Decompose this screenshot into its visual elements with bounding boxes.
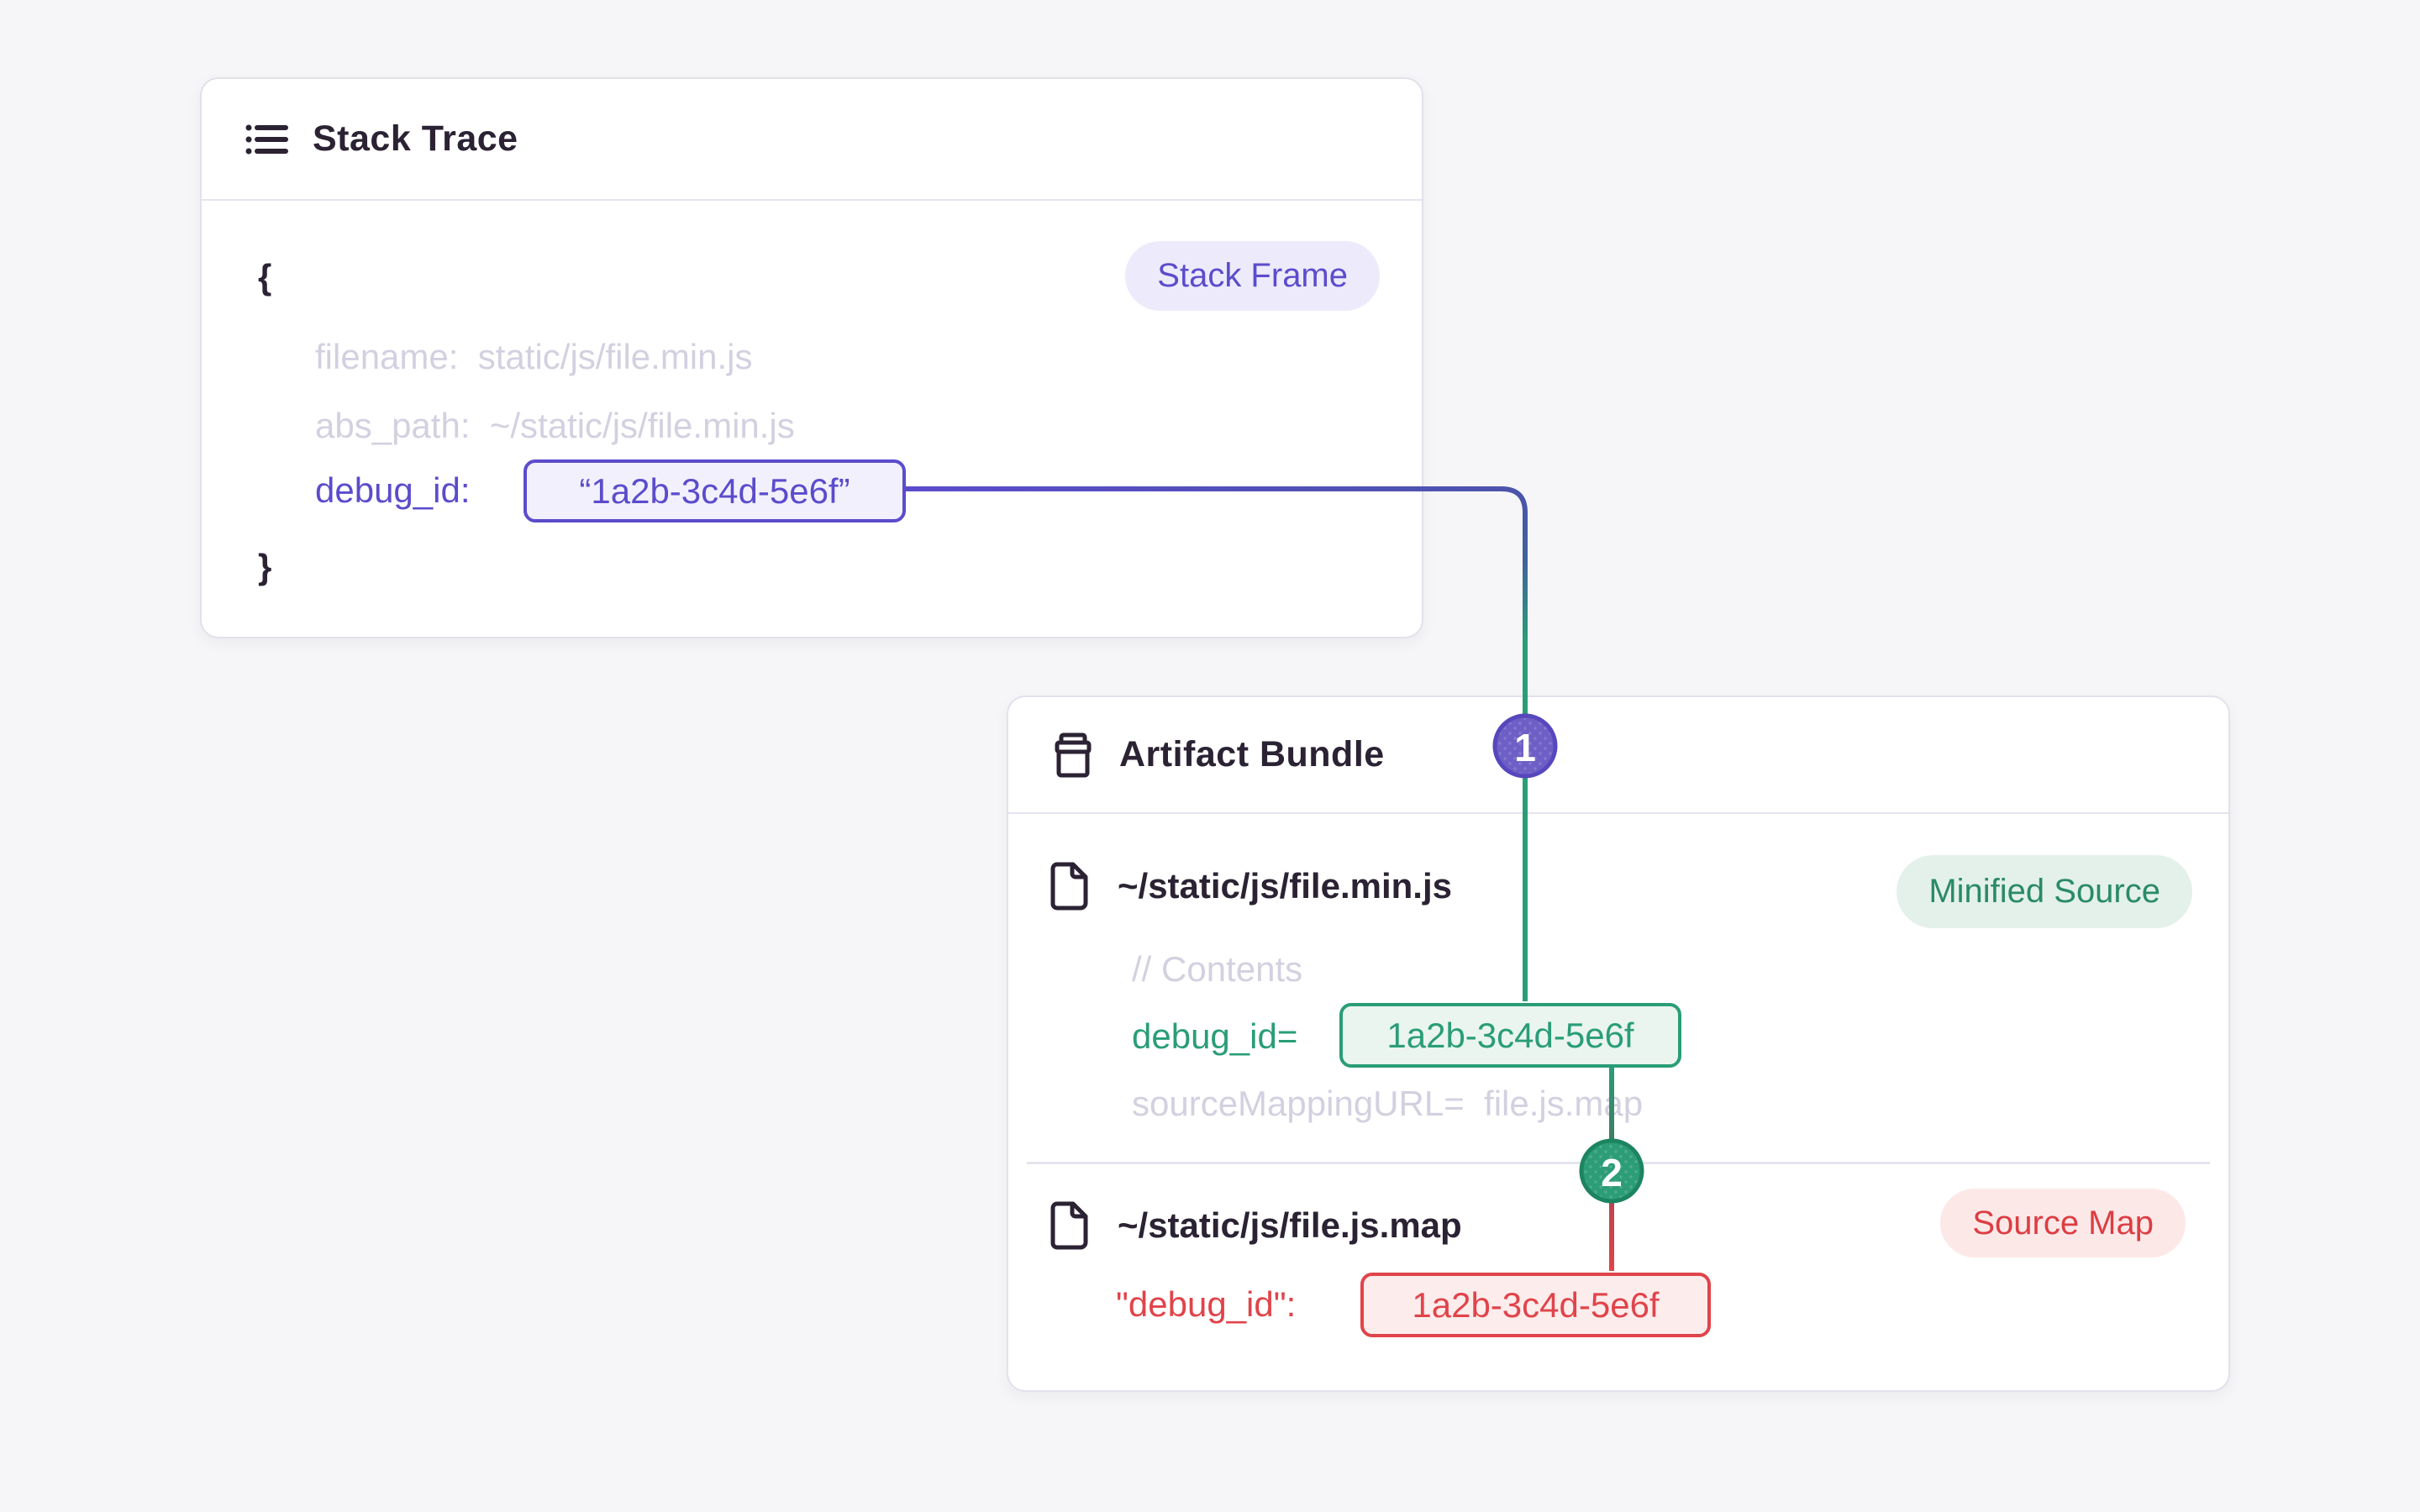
bundle-debug-id-label: debug_id= <box>1132 1016 1298 1056</box>
artifact-bundle-card: Artifact Bundle ~/static/js/file.min.js … <box>1007 696 2230 1392</box>
contents-comment: // Contents <box>1132 949 1303 989</box>
stack-trace-header: Stack Trace <box>202 79 1422 201</box>
stack-frame-badge: Stack Frame <box>1125 241 1380 311</box>
archive-icon <box>1055 732 1092 777</box>
json-open-brace: { <box>258 257 272 297</box>
source-map-file-path: ~/static/js/file.js.map <box>1118 1205 1462 1245</box>
debug-id-value-box: “1a2b-3c4d-5e6f” <box>523 459 906 522</box>
file-icon <box>1050 1201 1088 1250</box>
bundle-debug-id-value-box: 1a2b-3c4d-5e6f <box>1339 1003 1681 1068</box>
json-close-brace: } <box>258 547 272 586</box>
minified-file-path: ~/static/js/file.min.js <box>1118 866 1452 906</box>
artifact-bundle-header: Artifact Bundle <box>1008 697 2228 814</box>
file-icon <box>1050 862 1088 911</box>
file-row-divider <box>1027 1162 2210 1164</box>
minified-source-badge: Minified Source <box>1897 855 2192 928</box>
debug-id-label: debug_id: <box>315 470 471 510</box>
abs-path-line: abs_path: ~/static/js/file.min.js <box>315 406 795 445</box>
filename-line: filename: static/js/file.min.js <box>315 337 753 376</box>
list-icon <box>245 124 288 154</box>
sourcemap-debug-id-label: "debug_id": <box>1116 1284 1297 1324</box>
stack-trace-title: Stack Trace <box>313 118 518 159</box>
sourcemap-debug-id-value-box: 1a2b-3c4d-5e6f <box>1360 1273 1711 1337</box>
artifact-bundle-title: Artifact Bundle <box>1119 734 1385 774</box>
source-map-badge: Source Map <box>1940 1189 2186 1257</box>
source-mapping-url-line: sourceMappingURL= file.js.map <box>1132 1084 1644 1123</box>
stack-trace-card: Stack Trace Stack Frame { filename: stat… <box>200 77 1423 638</box>
